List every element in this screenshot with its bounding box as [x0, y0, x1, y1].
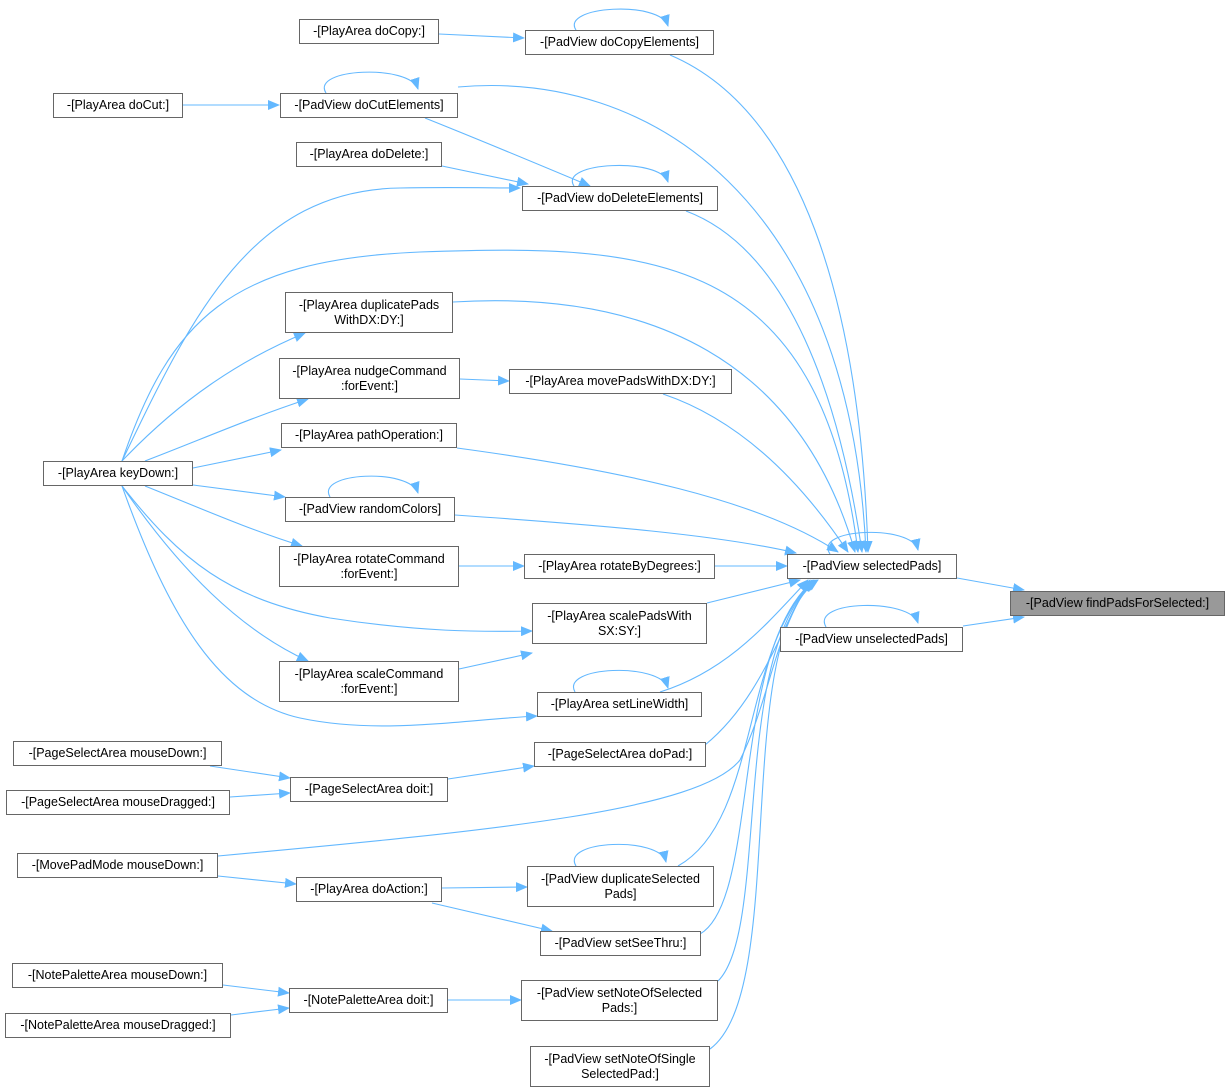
node-padview-setnoteofsingleselectedpad[interactable]: -[PadView setNoteOfSingle SelectedPad:] — [530, 1046, 710, 1087]
edge-doDeleteElements-selectedPads — [685, 210, 866, 553]
node-padview-docopyelements[interactable]: -[PadView doCopyElements] — [525, 30, 714, 55]
edge-nudgeCommand-movePads — [459, 375, 510, 386]
node-padview-findpadsforselected[interactable]: -[PadView findPadsForSelected:] — [1010, 591, 1225, 616]
self-loop-doCutElements — [323, 71, 420, 94]
edge-keyDown-rotateCommand — [144, 485, 303, 548]
node-padview-selectedpads[interactable]: -[PadView selectedPads] — [787, 554, 957, 579]
edge-setLineWidth-selectedPads — [659, 579, 809, 693]
self-loop-setLineWidth — [572, 669, 670, 693]
node-playarea-nudgecommand[interactable]: -[PlayArea nudgeCommand :forEvent:] — [279, 358, 460, 399]
edge-doCutElements-selectedPads — [457, 85, 871, 553]
edge-doCopyElements-selectedPads — [669, 54, 873, 553]
node-padview-setseethru[interactable]: -[PadView setSeeThru:] — [540, 931, 701, 956]
edge-keyDown-selectedPads — [121, 249, 862, 553]
edge-npaMouseDown-npaDoit — [222, 984, 290, 997]
self-loop-doDeleteElements — [571, 164, 670, 187]
node-pageselectarea-dopad[interactable]: -[PageSelectArea doPad:] — [534, 742, 706, 767]
node-pageselectarea-mousedragged[interactable]: -[PageSelectArea mouseDragged:] — [6, 790, 230, 815]
edge-randomColors-selectedPads — [454, 514, 797, 556]
node-notepalettearea-mousedown[interactable]: -[NotePaletteArea mouseDown:] — [12, 963, 223, 988]
node-playarea-movepads[interactable]: -[PlayArea movePadsWithDX:DY:] — [509, 369, 732, 394]
node-playarea-scalecommand[interactable]: -[PlayArea scaleCommand :forEvent:] — [279, 661, 459, 702]
node-padview-unselectedpads[interactable]: -[PadView unselectedPads] — [780, 627, 963, 652]
edge-pathOperation-selectedPads — [456, 447, 839, 553]
edge-npaMouseDragged-npaDoit — [230, 1004, 290, 1016]
node-playarea-rotatebydegrees[interactable]: -[PlayArea rotateByDegrees:] — [524, 554, 715, 579]
node-playarea-doaction[interactable]: -[PlayArea doAction:] — [296, 877, 442, 902]
self-loop-doCopyElements — [573, 8, 670, 31]
edge-scalePadsWith-selectedPads — [706, 577, 801, 604]
node-padview-dodeleteelements[interactable]: -[PadView doDeleteElements] — [522, 186, 718, 211]
self-loop-unselectedPads — [823, 604, 920, 628]
edge-keyDown-doDeleteElements — [121, 182, 521, 462]
node-notepalettearea-doit[interactable]: -[NotePaletteArea doit:] — [289, 988, 448, 1013]
edge-doAction-duplicateSelectedPads — [441, 882, 528, 893]
edge-movePads-selectedPads — [662, 393, 849, 553]
node-playarea-rotatecommand[interactable]: -[PlayArea rotateCommand :forEvent:] — [279, 546, 459, 587]
edge-doDelete-doDeleteElements — [441, 165, 529, 187]
node-playarea-dodelete[interactable]: -[PlayArea doDelete:] — [296, 142, 442, 167]
node-playarea-docut[interactable]: -[PlayArea doCut:] — [53, 93, 183, 118]
node-playarea-docopy[interactable]: -[PlayArea doCopy:] — [299, 19, 439, 44]
node-padview-docutelements[interactable]: -[PadView doCutElements] — [280, 93, 458, 118]
edge-setNoteOfSingle-selectedPads — [709, 579, 819, 1050]
node-notepalettearea-mousedragged[interactable]: -[NotePaletteArea mouseDragged:] — [5, 1013, 231, 1038]
edge-movePadMode-doAction — [217, 875, 297, 888]
node-padview-duplicateselectedpads[interactable]: -[PadView duplicateSelected Pads] — [527, 866, 714, 907]
edge-doCutElements-doDeleteElements — [424, 117, 591, 187]
node-padview-setnoteofselectedpads[interactable]: -[PadView setNoteOfSelected Pads:] — [521, 980, 718, 1021]
edge-keyDown-duplicatePads — [121, 332, 306, 462]
node-playarea-setlinewidth[interactable]: -[PlayArea setLineWidth] — [537, 692, 702, 717]
edge-keyDown-scaleCommand — [121, 485, 309, 662]
edge-unselectedPads-findPadsForSelected — [962, 613, 1025, 627]
edge-keyDown-randomColors — [192, 484, 286, 501]
node-playarea-duplicatepads[interactable]: -[PlayArea duplicatePads WithDX:DY:] — [285, 292, 453, 333]
edge-scaleCommand-scalePadsWith — [458, 650, 533, 670]
node-padview-randomcolors[interactable]: -[PadView randomColors] — [285, 497, 455, 522]
edge-keyDown-nudgeCommand — [144, 397, 309, 462]
edge-keyDown-scalePadsWith — [121, 485, 533, 637]
edge-duplicatePads-selectedPads — [452, 300, 857, 553]
node-pageselectarea-mousedown[interactable]: -[PageSelectArea mouseDown:] — [13, 741, 222, 766]
edge-keyDown-pathOperation — [192, 447, 282, 469]
edge-keyDown-setLineWidth — [121, 485, 538, 727]
node-movepadmode-mousedown[interactable]: -[MovePadMode mouseDown:] — [17, 853, 218, 878]
node-pageselectarea-doit[interactable]: -[PageSelectArea doit:] — [290, 777, 448, 802]
edge-doAction-setSeeThru — [431, 902, 553, 934]
edge-duplicateSelectedPads-selectedPads — [677, 579, 815, 867]
edge-psaMouseDragged-psaDoit — [229, 788, 291, 799]
edge-movePadMode-selectedPads — [217, 579, 813, 857]
self-loop-selectedPads — [827, 531, 921, 555]
edge-setSeeThru-selectedPads — [699, 579, 815, 935]
edge-selectedPads-findPadsForSelected — [956, 577, 1025, 593]
node-playarea-pathoperation[interactable]: -[PlayArea pathOperation:] — [281, 423, 457, 448]
node-playarea-keydown[interactable]: -[PlayArea keyDown:] — [43, 461, 193, 486]
edge-psaDoit-psaDoPad — [447, 762, 535, 780]
edge-setNoteOfSelected-selectedPads — [717, 579, 817, 982]
self-loop-randomColors — [327, 475, 420, 498]
edge-doCopy-doCopyElements — [438, 32, 525, 43]
node-playarea-scalepadswith[interactable]: -[PlayArea scalePadsWith SX:SY:] — [532, 603, 707, 644]
edge-psaMouseDown-psaDoit — [209, 765, 291, 782]
self-loop-duplicateSelectedPads — [573, 843, 669, 867]
